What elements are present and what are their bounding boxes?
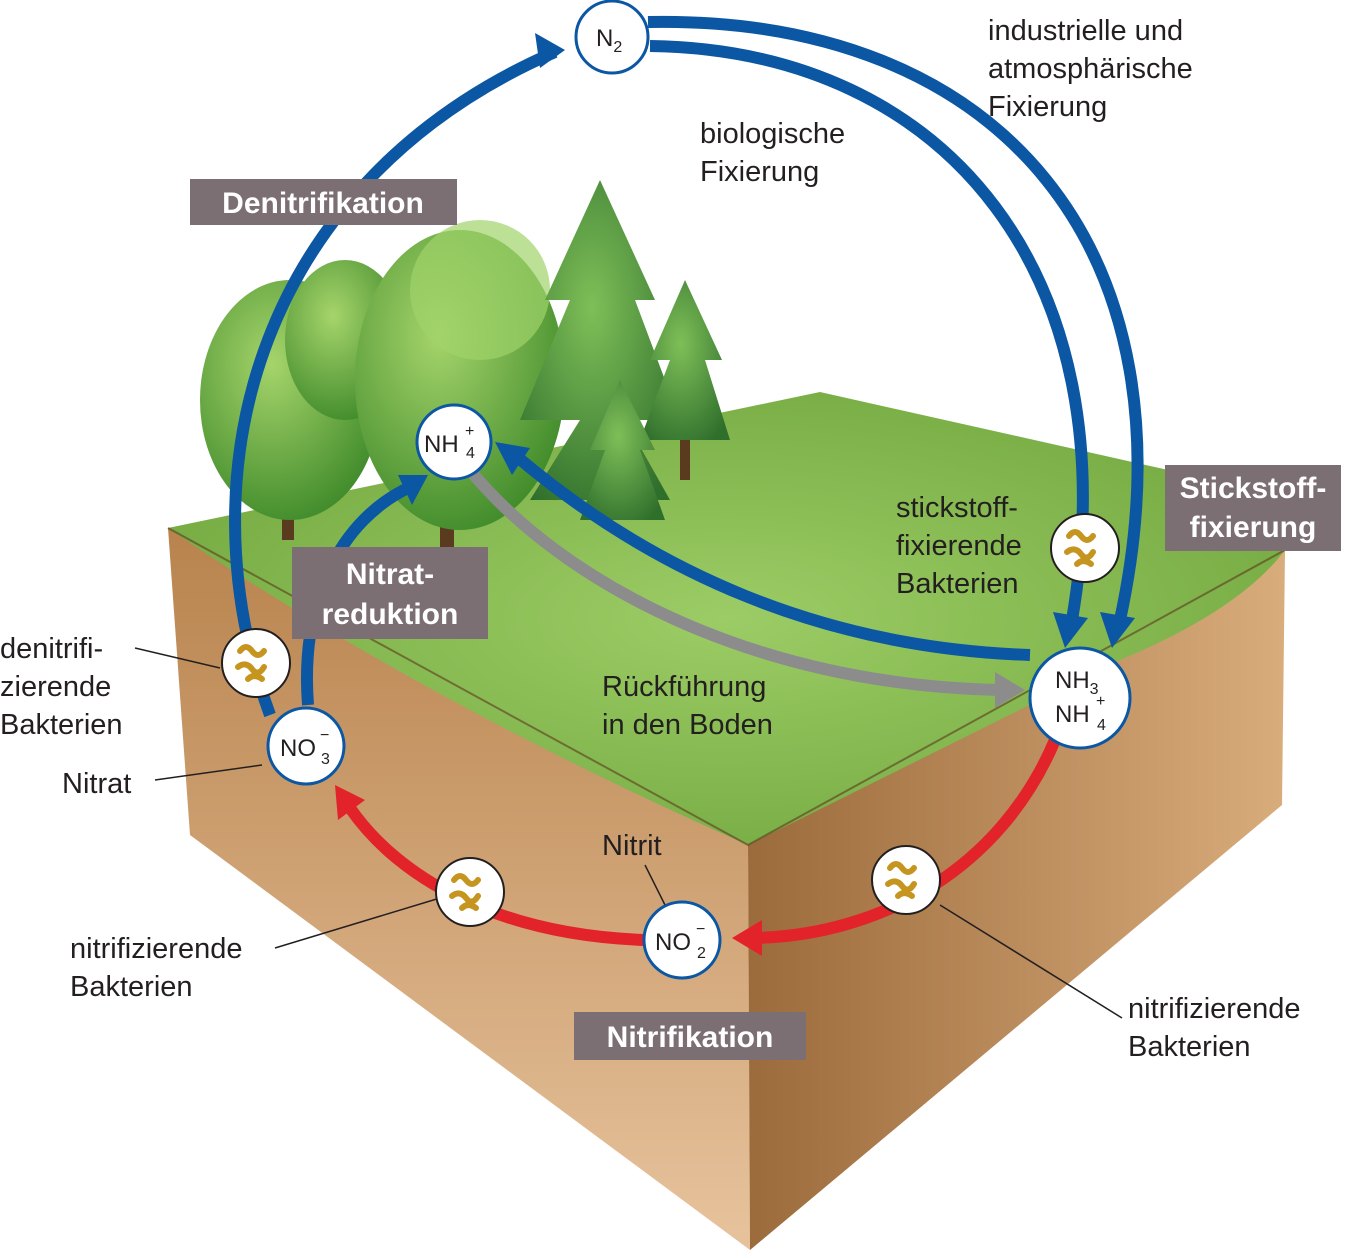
svg-text:2: 2 [697,945,706,962]
svg-text:NO: NO [655,929,691,956]
svg-text:NH3: NH3 [1055,667,1099,698]
arrow-nh3-to-nh4 [511,450,1031,661]
pine-tree-right [640,280,730,480]
bacteria-icons [221,513,1120,927]
annotation-nitrifying-bacteria-left: nitrifizierende Bakterien [70,933,242,1003]
node-nh3-nh4: NH3 NH + 4 [1028,646,1132,750]
svg-text:4: 4 [466,445,475,462]
svg-text:NO: NO [280,735,316,762]
soil-side-face [748,550,1285,1250]
svg-text:biologische: biologische [700,118,845,150]
arrowhead-return [995,672,1025,708]
arrowhead-to-nh4 [495,442,530,475]
annotation-nitrit: Nitrit [602,830,662,862]
bacteria-icon-nitrogen-fixing [1050,513,1120,583]
node-nh4-top: NH + 4 [415,403,493,481]
bacteria-icon-denitrifying [221,628,291,698]
bacteria-icon-nitrifying-right [871,845,941,915]
annotation-biological-fixation: biologische Fixierung [700,118,845,188]
arrowhead-to-no2 [732,920,762,956]
annotation-denitrifying-bacteria: denitrifi- zierende Bakterien [0,633,123,741]
annotation-return-to-soil: Rückführung in den Boden [602,671,773,741]
pine-tree-small [580,380,665,520]
svg-text:nitrifizierende: nitrifizierende [1128,993,1300,1025]
bacteria-icon-nitrifying-left [435,857,505,927]
svg-text:−: − [320,727,329,744]
svg-text:3: 3 [321,751,330,768]
svg-text:Nitrat-: Nitrat- [346,558,434,591]
svg-text:in den Boden: in den Boden [602,709,773,741]
svg-text:stickstoff-: stickstoff- [896,492,1018,524]
arrowhead-inner-fixation [1053,612,1088,648]
svg-text:Bakterien: Bakterien [0,709,123,741]
arrow-denitrification [229,46,558,718]
svg-text:denitrifi-: denitrifi- [0,633,103,665]
svg-text:industrielle und: industrielle und [988,15,1183,47]
svg-text:atmosphärische: atmosphärische [988,53,1193,85]
svg-text:−: − [696,921,705,938]
arrowhead-to-no3 [335,785,365,820]
arrow-industrial-fixation [647,15,1144,622]
arrowhead-nitrate-reduction [398,475,428,505]
svg-text:NH: NH [1055,701,1090,728]
svg-text:Bakterien: Bakterien [70,971,193,1003]
svg-text:Fixierung: Fixierung [700,156,819,188]
node-no2: NO − 2 [642,900,722,980]
label-box-denitrifikation: Denitrifikation [190,179,457,225]
svg-text:Rückführung: Rückführung [602,671,766,703]
annotation-nitrifying-bacteria-right: nitrifizierende Bakterien [1128,993,1300,1063]
arrow-return-to-soil [465,466,1001,696]
arrowhead-outer-fixation [1100,612,1135,648]
arrow-biological-fixation [649,40,1089,622]
svg-text:+: + [465,423,474,440]
svg-text:NH: NH [424,431,459,458]
svg-text:4: 4 [1097,717,1106,734]
node-n2: N2 [574,0,650,75]
annotation-industrial-fixation: industrielle und atmosphärische Fixierun… [988,15,1193,123]
annotation-nitrogen-fixing-bacteria: stickstoff- fixierende Bakterien [896,492,1022,600]
label-box-nitratreduktion: Nitrat- reduktion [292,547,488,639]
svg-text:zierende: zierende [0,671,111,703]
svg-text:Bakterien: Bakterien [1128,1031,1251,1063]
svg-text:+: + [1096,693,1105,710]
annotation-nitrat: Nitrat [62,768,131,800]
svg-text:nitrifizierende: nitrifizierende [70,933,242,965]
leader-lines [134,647,1123,1019]
svg-text:Stickstoff-: Stickstoff- [1180,472,1327,505]
svg-text:Fixierung: Fixierung [988,91,1107,123]
svg-text:reduktion: reduktion [322,598,459,631]
svg-text:Denitrifikation: Denitrifikation [222,187,424,220]
label-box-nitrifikation: Nitrifikation [574,1012,806,1060]
node-no3: NO − 3 [266,706,346,786]
soil-block [167,392,1286,1250]
label-box-stickstofffixierung: Stickstoff- fixierung [1165,465,1341,551]
svg-text:fixierung: fixierung [1190,511,1317,544]
forest [200,180,730,560]
arrowhead-to-n2 [535,33,565,68]
svg-text:Bakterien: Bakterien [896,568,1019,600]
svg-text:fixierende: fixierende [896,530,1022,562]
svg-text:N2: N2 [596,25,622,56]
svg-text:Nitrifikation: Nitrifikation [607,1021,774,1054]
